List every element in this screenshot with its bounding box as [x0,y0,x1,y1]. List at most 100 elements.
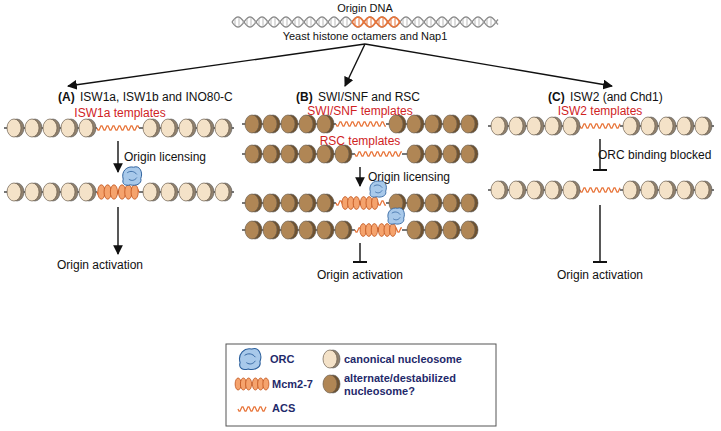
base-pair [303,21,304,23]
base-pair [483,21,484,23]
legend-label: ACS [272,402,322,415]
canonical-nucleosome [527,117,544,135]
canonical-nucleosome [61,119,78,137]
panel-letter: (A) [58,90,75,104]
canonical-nucleosome [563,181,580,199]
canonical-nucleosome [161,119,178,137]
alternate-nucleosome [281,115,298,133]
alternate-nucleosome [299,221,316,239]
base-pair [239,18,240,26]
canonical-nucleosome [79,183,96,201]
panel-letter: (B) [296,90,313,104]
base-pair [419,18,420,26]
canonical-nucleosome [641,117,658,135]
canonical-nucleosome [677,181,694,199]
base-pair [443,18,444,26]
canonical-nucleosome [143,119,160,137]
annotation: ISW2 templates [558,104,643,118]
arrow [365,44,612,86]
alternate-nucleosome [263,221,280,239]
panel-letter: (C) [548,90,565,104]
canonical-nucleosome [43,183,60,201]
base-pair [267,21,268,23]
canonical-nucleosome [695,181,712,199]
base-pair [475,19,476,25]
canonical-nucleosome [197,119,214,137]
alternate-nucleosome [263,145,280,163]
alternate-nucleosome [425,145,442,163]
legend-label: Mcm2-7 [272,378,322,391]
annotation: Yeast histone octamers and Nap1 [283,29,448,43]
base-pair [271,19,272,25]
canonical-nucleosome [677,117,694,135]
canonical-nucleosome [659,181,676,199]
canonical-nucleosome [7,119,24,137]
canonical-nucleosome [161,183,178,201]
canonical-nucleosome [623,181,640,199]
inhibition-bar [353,261,367,263]
base-pair [247,19,248,25]
base-pair [351,21,352,23]
alternate-nucleosome [461,145,478,163]
inhibition-arrow [359,243,360,262]
dna-strand [336,122,386,126]
canonical-nucleosome [197,183,214,201]
canonical-nucleosome [509,181,526,199]
base-pair [279,21,280,23]
canonical-nucleosome [659,117,676,135]
canonical-nucleosome [563,117,580,135]
base-pair [431,18,432,26]
base-pair [311,18,312,26]
base-pair [439,19,440,25]
alternate-nucleosome [281,145,298,163]
legend-frame [226,344,496,426]
base-pair [235,19,236,25]
canonical-nucleosome [61,183,78,201]
arrow [345,44,365,86]
base-pair [467,18,468,26]
annotation: ISW2 (and Chd1) [570,90,663,104]
annotation: ISW1a, ISW1b and INO80-C [80,90,233,104]
annotation: Origin activation [557,268,643,282]
mcm2-7 [342,197,378,210]
canonical-nucleosome [641,181,658,199]
base-pair [379,19,380,25]
dna-strand [232,17,498,27]
alternate-nucleosome [263,194,280,212]
base-pair [391,19,392,25]
dna-strand [352,17,400,27]
canonical-nucleosome [143,183,160,201]
alternate-nucleosome [407,145,424,163]
alternate-nucleosome [317,221,334,239]
mcm2-7 [235,378,269,390]
base-pair [259,19,260,25]
canonical-nucleosome [79,119,96,137]
alternate-nucleosome [299,145,316,163]
base-pair [367,19,368,25]
canonical-nucleosome [215,119,232,137]
base-pair [283,19,284,25]
alternate-nucleosome [461,221,478,239]
base-pair [327,21,328,23]
base-pair [427,19,428,25]
arrow [359,167,360,186]
arrow [117,141,118,172]
orc-complex [240,349,261,370]
alternate-nucleosome [443,145,460,163]
annotation: SWI/SNF and RSC [318,90,420,104]
mcm2-7 [360,224,396,237]
annotation: RSC templates [320,134,401,148]
canonical-nucleosome [179,183,196,201]
base-pair [307,19,308,25]
arrow [117,207,118,254]
base-pair [479,18,480,26]
base-pair [323,18,324,26]
base-pair [343,19,344,25]
dna-strand [238,407,266,411]
legend-label: canonical nucleosome [344,353,492,366]
base-pair [243,21,244,23]
legend-label: ORC [270,353,320,366]
base-pair [459,21,460,23]
alternate-nucleosome [335,221,352,239]
alternate-nucleosome [263,115,280,133]
